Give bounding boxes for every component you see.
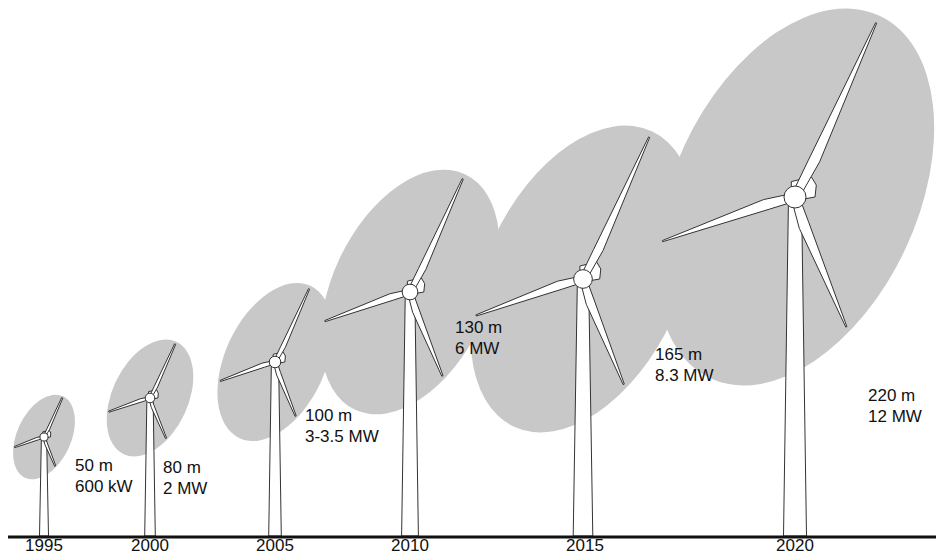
rotor-hub: [269, 356, 281, 368]
rotor-blade: [580, 278, 624, 385]
rotor-hub: [402, 284, 418, 300]
year-label: 1995: [25, 536, 63, 556]
rotor-blade: [580, 137, 650, 281]
year-label: 2015: [566, 536, 604, 556]
tower: [784, 197, 807, 536]
rotor-blade: [408, 179, 464, 294]
spec-label: 12 MW: [868, 407, 922, 427]
year-label: 2020: [776, 536, 814, 556]
rotor-hub: [574, 270, 593, 289]
tower: [573, 279, 593, 536]
tower: [145, 398, 156, 536]
rotor-blade: [109, 397, 151, 412]
rotor-blade: [220, 360, 276, 381]
rotor-blade: [149, 398, 167, 439]
rotor-blade: [408, 291, 443, 376]
spec-label: 130 m: [455, 318, 502, 338]
spec-label: 50 m: [75, 456, 113, 476]
spec-label: 8.3 MW: [655, 366, 714, 386]
tower: [269, 362, 282, 536]
year-label: 2000: [131, 536, 169, 556]
turbine-group: [1, 0, 941, 536]
spec-label: 2 MW: [163, 479, 207, 499]
rotor-hub: [784, 186, 806, 208]
spec-label: 600 kW: [75, 477, 133, 497]
rotor-blade: [274, 289, 310, 363]
rotor-disk: [600, 0, 941, 430]
rotor-blade: [273, 361, 296, 416]
spec-label: 6 MW: [455, 339, 499, 359]
rotor-blade: [476, 276, 584, 316]
spec-label: 80 m: [163, 458, 201, 478]
spec-label: 165 m: [655, 345, 702, 365]
rotor-blade: [791, 23, 876, 199]
tower: [40, 437, 49, 536]
year-label: 2005: [256, 536, 294, 556]
year-label: 2010: [391, 536, 429, 556]
rotor-hub: [145, 393, 155, 403]
rotor-blade: [43, 398, 63, 438]
rotor-hub: [40, 433, 48, 441]
rotor-blade: [325, 290, 411, 322]
spec-label: 3-3.5 MW: [305, 427, 379, 447]
rotor-blade: [791, 196, 847, 328]
spec-label: 100 m: [305, 406, 352, 426]
rotor-blade: [149, 344, 176, 399]
rotor-blade: [662, 193, 796, 242]
tower: [402, 292, 419, 536]
spec-label: 220 m: [868, 386, 915, 406]
